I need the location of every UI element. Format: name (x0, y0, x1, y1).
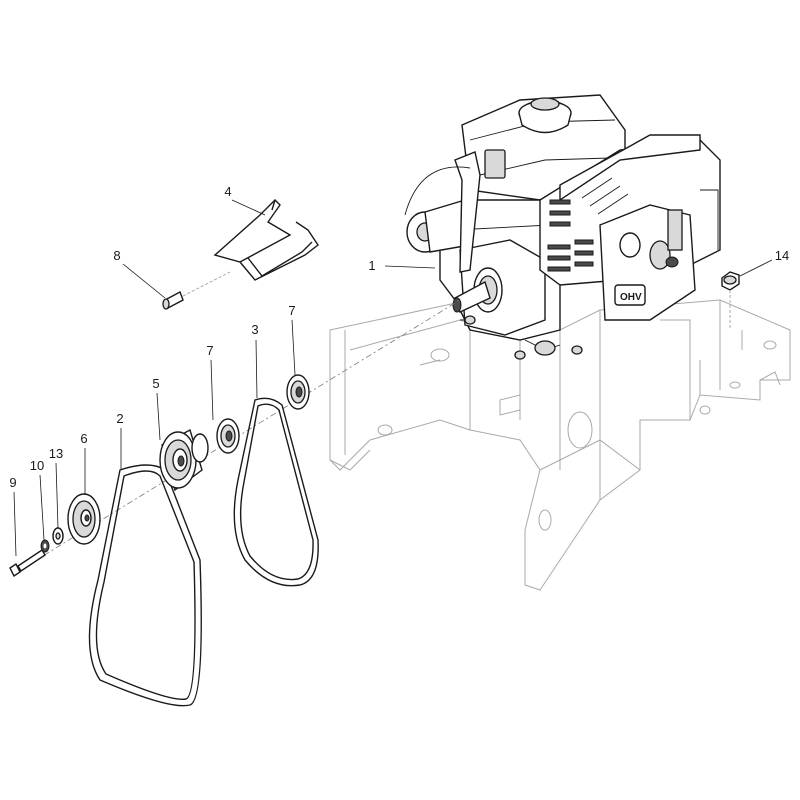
engine: OHV (404, 94, 721, 360)
callout-7-upper: 7 (288, 303, 296, 318)
part-14-nut (721, 271, 740, 291)
part-9-bolt (9, 549, 46, 578)
part-13-washer (52, 527, 64, 545)
part-4-belt-guide (213, 199, 319, 281)
part-8-bolt (162, 291, 184, 310)
engine-badge: OHV (620, 292, 642, 303)
axis-8 (182, 271, 231, 297)
callout-4: 4 (224, 184, 232, 199)
callout-9: 9 (9, 475, 17, 490)
callout-5: 5 (152, 376, 160, 391)
callout-7-lower: 7 (206, 343, 214, 358)
part-6-pulley (67, 493, 101, 545)
part-5-pulley (159, 428, 209, 492)
part-10-lockwasher (40, 539, 50, 553)
callout-1: 1 (368, 258, 376, 273)
callout-10: 10 (29, 458, 45, 473)
part-7-spacer-upper (286, 374, 310, 410)
callout-3: 3 (251, 322, 259, 337)
callout-2: 2 (116, 411, 124, 426)
callout-8: 8 (113, 248, 121, 263)
frame-ghost (329, 299, 791, 591)
part-7-spacer-lower (216, 418, 240, 454)
leader-lines (13, 199, 773, 557)
callout-14: 14 (774, 248, 790, 263)
callout-13: 13 (48, 446, 64, 461)
callout-6: 6 (80, 431, 88, 446)
part-2-belt (88, 464, 202, 707)
part-3-belt (233, 397, 319, 587)
